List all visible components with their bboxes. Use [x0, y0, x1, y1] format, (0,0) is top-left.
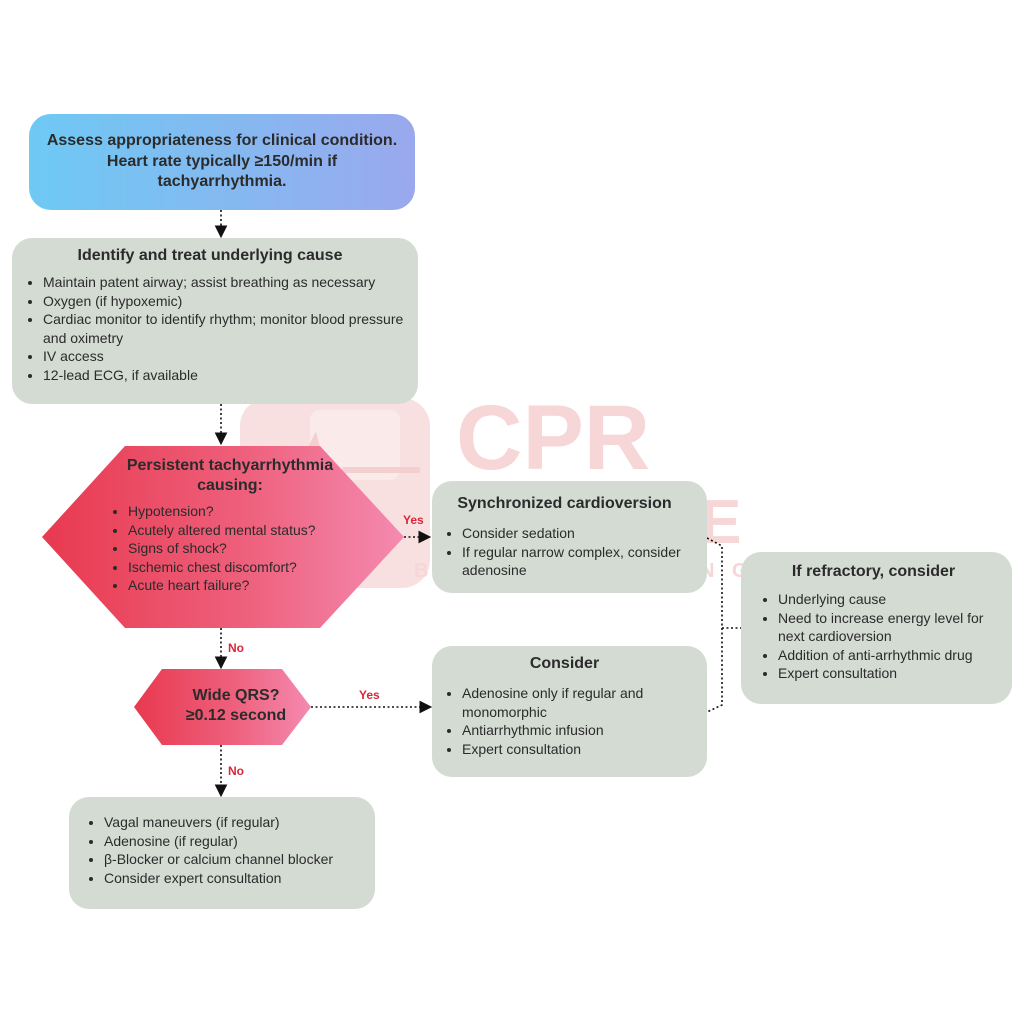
list-item: Ischemic chest discomfort? [128, 558, 360, 577]
wide-qrs-line2: ≥0.12 second [185, 707, 287, 724]
final-box: Vagal maneuvers (if regular) Adenosine (… [69, 797, 375, 909]
persistent-decision: Persistent tachyarrhythmia causing: Hypo… [100, 456, 360, 595]
wide-qrs-decision-shape [134, 669, 311, 745]
identify-title: Identify and treat underlying cause [77, 247, 343, 264]
consider-title: Consider [529, 655, 600, 672]
connector-to-refractory [706, 537, 723, 713]
wide-qrs-line1: Wide QRS? [192, 687, 280, 704]
no-label-persistent: No [228, 641, 244, 655]
list-item: Acutely altered mental status? [128, 521, 360, 540]
sync-list: Consider sedation If regular narrow comp… [432, 524, 697, 580]
wide-qrs-decision: Wide QRS? ≥0.12 second [136, 686, 336, 726]
list-item: Adenosine only if regular and monomorphi… [462, 684, 697, 721]
list-item: Expert consultation [778, 664, 1006, 683]
list-item: Consider expert consultation [104, 869, 365, 888]
persistent-decision-shape [42, 446, 404, 628]
final-list: Vagal maneuvers (if regular) Adenosine (… [69, 813, 365, 887]
sync-title: Synchronized cardioversion [457, 495, 672, 512]
list-item: Maintain patent airway; assist breathing… [43, 273, 408, 292]
list-item: Consider sedation [462, 524, 697, 543]
assess-text: Assess appropriateness for clinical cond… [46, 132, 398, 191]
list-item: Acute heart failure? [128, 576, 360, 595]
persistent-title: Persistent tachyarrhythmia causing: [126, 457, 334, 494]
list-item: Signs of shock? [128, 539, 360, 558]
refractory-list: Underlying cause Need to increase energy… [741, 590, 1006, 683]
list-item: Vagal maneuvers (if regular) [104, 813, 365, 832]
refractory-box: If refractory, consider Underlying cause… [741, 552, 1012, 704]
list-item: Underlying cause [778, 590, 1006, 609]
identify-list: Maintain patent airway; assist breathing… [12, 273, 408, 384]
list-item: IV access [43, 347, 408, 366]
identify-box: Identify and treat underlying cause Main… [12, 238, 418, 404]
assess-box: Assess appropriateness for clinical cond… [29, 114, 415, 210]
list-item: Oxygen (if hypoxemic) [43, 292, 408, 311]
list-item: If regular narrow complex, consider aden… [462, 543, 697, 580]
list-item: Need to increase energy level for next c… [778, 609, 1006, 646]
refractory-title: If refractory, consider [791, 563, 956, 580]
list-item: Cardiac monitor to identify rhythm; moni… [43, 310, 408, 347]
persistent-list: Hypotension? Acutely altered mental stat… [100, 502, 360, 595]
list-item: 12-lead ECG, if available [43, 366, 408, 385]
yes-label-sync: Yes [403, 513, 424, 527]
no-label-wideqrs: No [228, 764, 244, 778]
yes-label-consider: Yes [359, 688, 380, 702]
consider-list: Adenosine only if regular and monomorphi… [432, 684, 697, 758]
list-item: Antiarrhythmic infusion [462, 721, 697, 740]
list-item: Addition of anti-arrhythmic drug [778, 646, 1006, 665]
list-item: Adenosine (if regular) [104, 832, 365, 851]
list-item: Hypotension? [128, 502, 360, 521]
sync-box: Synchronized cardioversion Consider seda… [432, 481, 707, 593]
consider-box: Consider Adenosine only if regular and m… [432, 646, 707, 777]
list-item: β-Blocker or calcium channel blocker [104, 850, 365, 869]
list-item: Expert consultation [462, 740, 697, 759]
